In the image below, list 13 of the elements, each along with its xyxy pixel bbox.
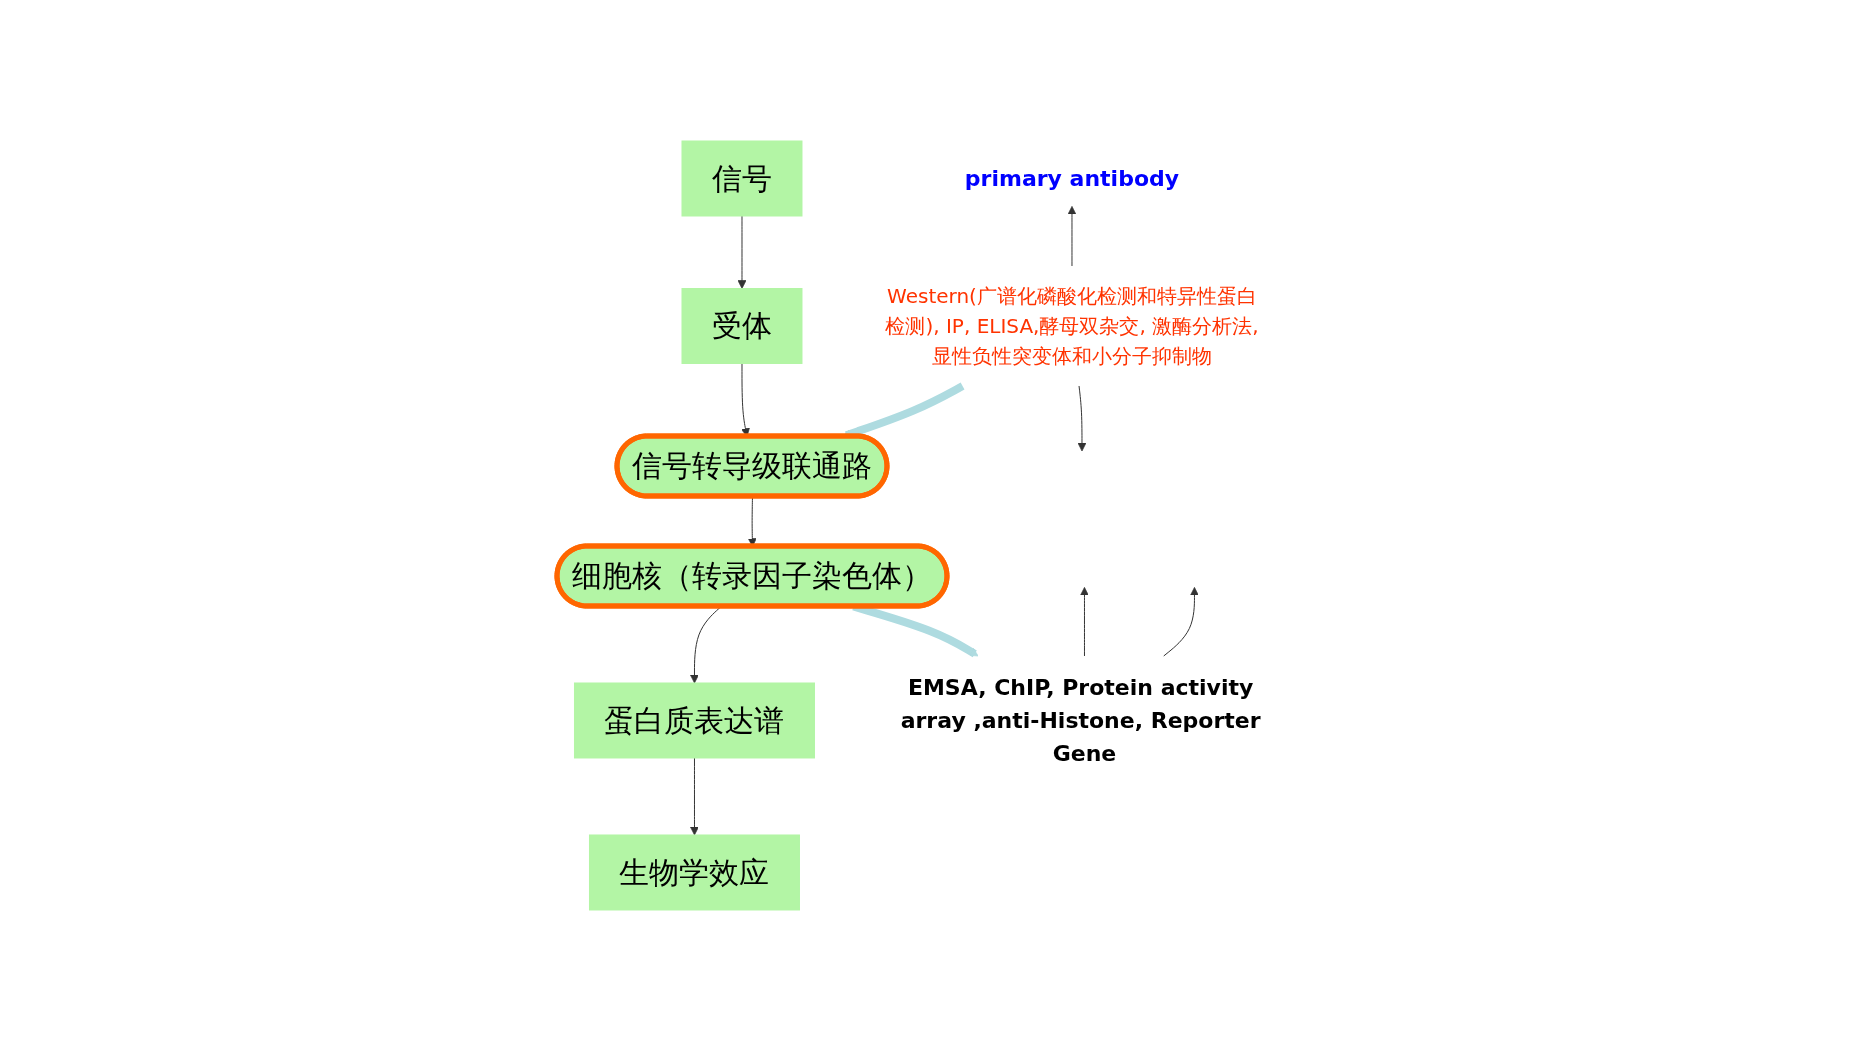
arrow — [1079, 586, 1089, 656]
node-text: Western(广谱化磷酸化检测和特异性蛋白检测), IP, ELISA,酵母双杂交, 激酶分析法,显性负性突变体和小分子抑制物 — [885, 283, 1259, 368]
node-box — [681, 140, 803, 216]
node-text: EMSA, ChIP, Protein activity array ,anti-Histone, Reporter Gene — [900, 674, 1261, 766]
node-text: primary antibody — [964, 165, 1179, 191]
arrow — [1077, 385, 1087, 451]
arrow — [689, 757, 699, 835]
node-box — [681, 287, 803, 364]
arrow — [737, 215, 747, 289]
node-box — [573, 682, 815, 758]
arrow — [1067, 205, 1077, 266]
arrow — [1163, 586, 1199, 656]
node-box — [588, 834, 800, 910]
